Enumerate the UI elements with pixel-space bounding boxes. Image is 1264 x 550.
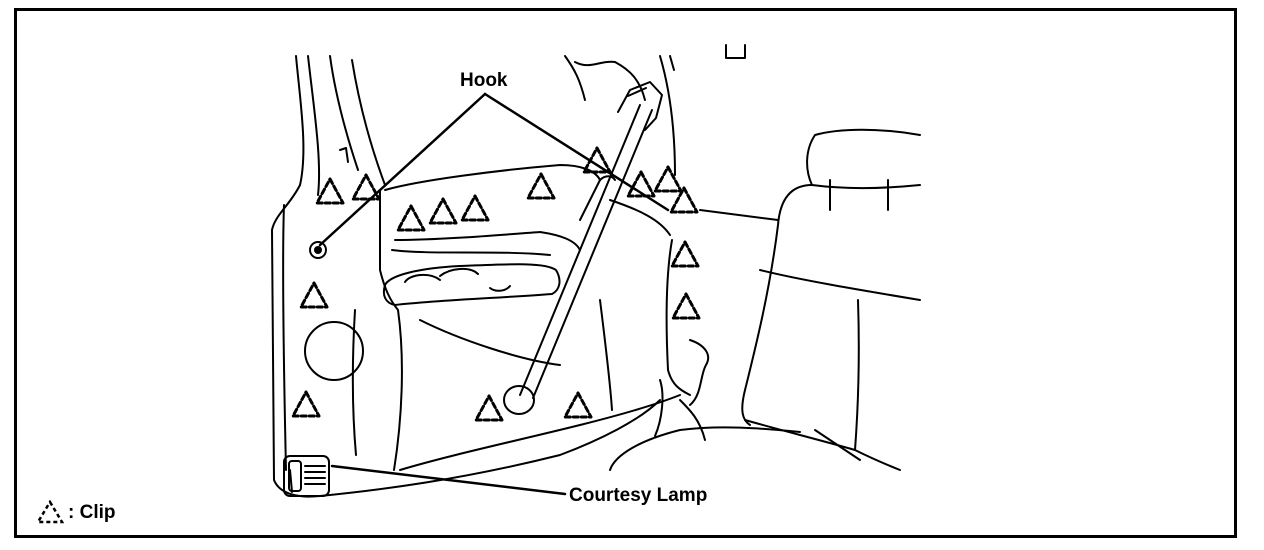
rear-seat xyxy=(609,128,921,471)
clip-icon xyxy=(460,194,490,222)
clip-icon xyxy=(291,390,321,418)
clip-markers xyxy=(291,146,701,422)
speaker-grille xyxy=(304,321,364,381)
clip-icon xyxy=(428,197,458,225)
clip-icon xyxy=(563,391,593,419)
leader-lines xyxy=(318,92,670,496)
trim-mark xyxy=(339,147,349,163)
clip-icon xyxy=(299,281,329,309)
seat-belt xyxy=(503,81,663,415)
door-trim-panel xyxy=(271,55,681,498)
courtesy-lamp-label: Courtesy Lamp xyxy=(569,485,708,506)
window-latch-mark xyxy=(725,44,746,59)
clip-icon xyxy=(526,172,556,200)
hook-label: Hook xyxy=(460,70,508,91)
legend-clip-text: : Clip xyxy=(68,501,116,523)
hook-fastener xyxy=(309,241,327,259)
clip-triangle-icon xyxy=(36,500,64,524)
clip-icon xyxy=(315,177,345,205)
b-pillar xyxy=(564,55,710,441)
diagram-frame xyxy=(14,8,1237,538)
clip-icon xyxy=(474,394,504,422)
clip-icon xyxy=(671,292,701,320)
legend: : Clip xyxy=(36,500,116,524)
clip-icon xyxy=(670,240,700,268)
clip-icon xyxy=(396,204,426,232)
clip-icon xyxy=(653,165,683,193)
courtesy-lamp xyxy=(283,455,330,497)
